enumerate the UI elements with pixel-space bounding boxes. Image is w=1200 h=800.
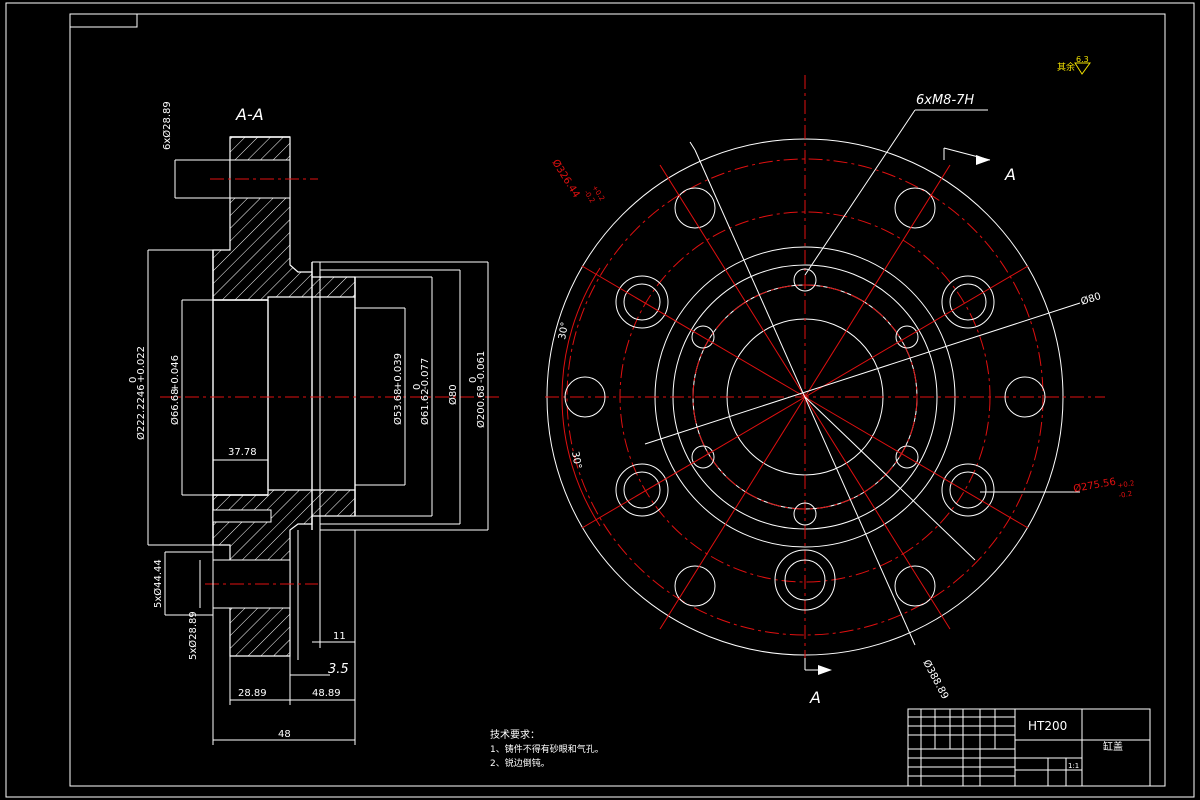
tech-heading: 技术要求： bbox=[490, 728, 540, 741]
counterbored-holes bbox=[615, 275, 995, 611]
threaded-holes bbox=[691, 268, 919, 526]
dim-tol-200: -0.061 bbox=[476, 351, 487, 383]
dim-tol-61: -0.077 bbox=[420, 358, 431, 390]
thread-label: 6xM8-7H bbox=[916, 93, 974, 108]
dim-48-89: 48.89 bbox=[312, 688, 341, 699]
tech-line2: 2、锐边倒钝。 bbox=[490, 757, 550, 769]
tol-275b: -0.2 bbox=[1118, 490, 1133, 500]
section-arrow-top bbox=[976, 155, 990, 165]
dim-37: 37.78 bbox=[228, 447, 257, 458]
tech-line1: 1、铸件不得有砂眼和气孔。 bbox=[490, 743, 604, 755]
dim-bore-53: Ø53.68 bbox=[392, 389, 404, 426]
technical-notes: 技术要求： 1、铸件不得有砂眼和气孔。 2、锐边倒钝。 bbox=[490, 728, 604, 769]
material-label: HT200 bbox=[1028, 719, 1067, 733]
corner-tag-box bbox=[69, 13, 138, 28]
dim-bolt-hole-top: 6xØ28.89 bbox=[161, 101, 173, 150]
dim-11: 11 bbox=[333, 631, 346, 642]
section-view: A-A bbox=[128, 101, 500, 745]
scale-label: 1:1 bbox=[1068, 762, 1079, 770]
roughness-symbol: 其余 6.3 bbox=[1057, 55, 1091, 75]
section-letter-bottom: A bbox=[809, 688, 821, 707]
tol-275a: +0.2 bbox=[1117, 479, 1135, 490]
dim-hole-44: 5xØ44.44 bbox=[152, 559, 164, 608]
dia-275: Ø275.56 bbox=[1072, 476, 1116, 495]
plan-leaders bbox=[561, 109, 1081, 671]
dia-80: Ø80 bbox=[1079, 290, 1102, 308]
section-letter-top: A bbox=[1004, 165, 1016, 184]
part-name: 缸盖 bbox=[1103, 740, 1123, 753]
outer-border bbox=[5, 2, 1195, 798]
dim-tol-66: +0.046 bbox=[170, 355, 181, 392]
roughness-note: 其余 bbox=[1057, 61, 1075, 73]
dim-tol-222b: 0 bbox=[128, 377, 139, 383]
pitch-circle-outer bbox=[566, 158, 1044, 636]
outer-bolt-holes bbox=[564, 187, 1046, 607]
angle-top: 30° bbox=[557, 321, 571, 340]
section-dimension-lines bbox=[147, 159, 489, 745]
dim-hole-28b: 5xØ28.89 bbox=[187, 611, 199, 660]
dim-tol-200b: 0 bbox=[468, 377, 479, 383]
dim-tol-53: +0.039 bbox=[393, 353, 404, 390]
plan-view: 6xM8-7H A A Ø326.44 +0.2 -0.2 Ø80 Ø275.5… bbox=[545, 75, 1135, 707]
dim-3-5: 3.5 bbox=[328, 662, 349, 677]
dim-200: Ø200.68 bbox=[475, 385, 487, 428]
section-title: A-A bbox=[235, 105, 264, 124]
dim-80: Ø80 bbox=[447, 384, 459, 405]
dim-28b: 28.89 bbox=[238, 688, 267, 699]
angle-bottom: 30° bbox=[569, 451, 583, 470]
dim-total-48: 48 bbox=[278, 729, 291, 740]
dia-388: Ø388.89 bbox=[920, 658, 951, 701]
roughness-value: 6.3 bbox=[1076, 55, 1089, 64]
dim-61: Ø61.62 bbox=[419, 389, 431, 426]
dia-326: Ø326.44 bbox=[549, 157, 582, 200]
roughness-triangle-icon bbox=[1074, 62, 1091, 75]
dim-tol-222: +0.022 bbox=[136, 346, 147, 383]
dim-tol-61b: 0 bbox=[412, 384, 423, 390]
title-block: HT200 缸盖 1:1 bbox=[907, 708, 1151, 787]
radial-center-lines bbox=[581, 164, 1029, 630]
dim-od-222: Ø222.2246 bbox=[135, 384, 147, 440]
section-keyway bbox=[212, 509, 272, 523]
dim-bore-66: Ø66.68 bbox=[169, 389, 181, 426]
inner-border bbox=[69, 13, 1166, 787]
section-arrow-bottom bbox=[818, 665, 832, 675]
